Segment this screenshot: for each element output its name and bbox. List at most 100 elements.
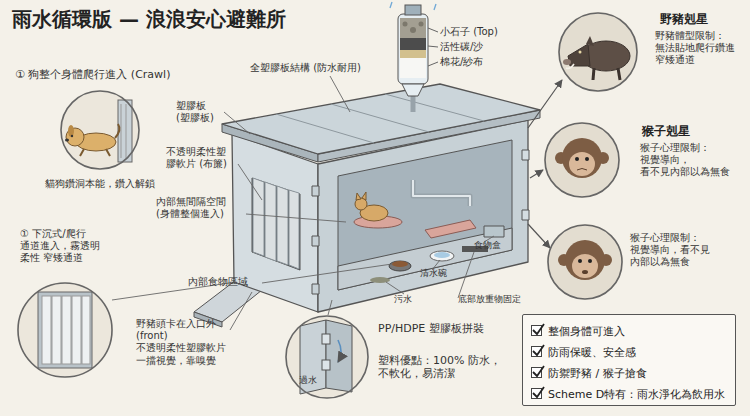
shelter-house-part <box>430 251 454 261</box>
circle-outline <box>18 283 112 377</box>
callout-circle: 過水 <box>285 315 369 399</box>
curtain-inset-part <box>38 292 92 368</box>
leader-lines <box>112 76 494 330</box>
monkey-inset-part <box>547 224 623 300</box>
boar-inset-part <box>579 51 582 54</box>
leader-lines-part <box>328 300 332 315</box>
rain-filter-bottle-part <box>419 22 424 27</box>
callout-text: 猴子心理限制： 視覺導向，看不見 內部以為無食 <box>630 232 733 269</box>
callout-heading: 猴子剋星 <box>642 124 722 139</box>
rain-filter-bottle-part <box>405 5 421 15</box>
boar-inset-part <box>568 44 590 66</box>
curtain-inset-part <box>82 296 90 364</box>
diagram-title: 雨水循環版 — 浪浪安心避難所 <box>12 6 286 33</box>
rain-filter-bottle-part <box>390 2 392 8</box>
rain-filter-bottle-part <box>428 28 438 32</box>
dog-inset <box>60 90 140 170</box>
check-mark <box>531 323 545 337</box>
dog-inset-part <box>60 90 140 170</box>
shelter-house-part <box>289 190 299 269</box>
callout-label: 棉花/紗布 <box>440 56 530 68</box>
monkey-inset-part <box>562 138 602 178</box>
callout-text: 過水 <box>299 375 329 386</box>
check-mark <box>531 386 545 400</box>
monkey-inset-part <box>565 240 605 280</box>
monkey-inset-part <box>578 259 582 263</box>
monkey-inset-part <box>585 157 589 161</box>
shelter-house-part <box>385 94 484 121</box>
circle-outline <box>60 90 140 170</box>
circle-outline <box>17 282 113 378</box>
callout-label: 小石子 (Top) <box>440 26 530 38</box>
callout-text: 野豬體型限制： 無法貼地爬行鑽進 窄矮通道 <box>655 30 745 67</box>
boar-inset-part <box>566 64 574 69</box>
shelter-house-part <box>338 140 512 290</box>
circle-outline <box>61 91 139 169</box>
circle-outline <box>545 123 619 197</box>
callout-label: 內部無間隔空間 (身體整個進入) <box>156 196 248 220</box>
shelter-house-part <box>312 236 319 246</box>
callout-circle: ① 下沉式/爬行 通道進入，霧透明 柔性 窄矮通道 <box>17 282 113 378</box>
monkey-inset-part <box>572 254 598 278</box>
dog-inset-part <box>115 124 119 138</box>
boar-inset-part <box>563 59 571 65</box>
circle-outline <box>547 224 623 300</box>
panel-joint-inset-part <box>326 320 352 392</box>
callout-label: 清水碗 <box>420 268 470 279</box>
rain-filter-bottle-part <box>411 94 416 112</box>
pointer-arrows-part <box>528 80 562 128</box>
curtain-inset-part <box>17 282 113 378</box>
shelter-house-part <box>522 210 529 220</box>
checkbox <box>531 367 542 378</box>
boar-inset-part <box>593 68 594 80</box>
leader-lines-part <box>224 112 250 134</box>
rain-filter-bottle-part <box>400 38 426 50</box>
callout-text: 貓狗鑽洞本能，鑽入解鎖 <box>45 178 215 190</box>
panel-joint-inset-part <box>322 360 330 370</box>
callout-circle: ① 狗整个身體爬行進入 (Crawl)貓狗鑽洞本能，鑽入解鎖 <box>60 90 140 170</box>
callout-circle: 猴子剋星猴子心理限制： 視覺導向， 看不見內部以為無食 <box>544 122 620 198</box>
callout-label: 塑料優點：100% 防水， 不軟化，易清潔 <box>378 354 508 381</box>
shelter-house-part <box>265 182 276 261</box>
callout-label: 野豬頭卡在入口外 (front) 不透明柔性塑膠軟片 一擋視覺，靠嗅覺 <box>136 318 240 367</box>
callout-label: 活性碳/沙 <box>440 41 530 53</box>
boar-inset-part <box>558 12 638 92</box>
shelter-house-part <box>413 180 470 206</box>
checklist-item: 防雨保暖、安全感 <box>548 345 636 360</box>
check-mark <box>531 344 545 358</box>
panel-joint-inset-part <box>285 315 369 399</box>
curtain-inset-part <box>42 296 51 364</box>
shelter-house-part <box>392 261 408 267</box>
boar-inset-part <box>618 68 620 80</box>
callout-label: 內部食物區域 <box>188 276 278 288</box>
boar-inset-part <box>586 36 594 46</box>
curtain-inset-part <box>72 296 81 364</box>
curtain-inset-part <box>62 296 71 364</box>
check-mark <box>533 324 544 334</box>
dog-inset-part <box>121 104 122 158</box>
leader-lines-part <box>458 252 474 298</box>
panel-joint-inset-part <box>322 334 330 344</box>
rain-filter-bottle-part <box>428 62 438 66</box>
rain-filter-bottle-part <box>434 4 436 10</box>
curtain-inset-part <box>52 296 61 364</box>
dog-inset-part <box>80 149 84 156</box>
checkbox <box>531 346 542 357</box>
monkey-inset <box>547 224 623 300</box>
panel-joint-inset-part <box>338 340 341 362</box>
shelter-house-part <box>277 186 288 265</box>
check-mark <box>533 387 544 397</box>
rain-filter-bottle-part <box>410 27 416 33</box>
circle-outline <box>285 315 369 399</box>
dog-inset-part <box>71 135 73 137</box>
callout-text: 猴子心理限制： 視覺導向， 看不見內部以為無食 <box>640 142 738 179</box>
callout-label: PP/HDPE 塑膠板拼裝 <box>378 322 518 335</box>
rain-filter-bottle-part <box>402 84 424 96</box>
rain-filter-bottle-part <box>398 14 428 84</box>
monkey-inset-part <box>577 169 587 171</box>
monkey-inset-part <box>588 259 592 263</box>
monkey-inset-part <box>582 270 588 274</box>
callout-heading: 野豬剋星 <box>660 12 740 27</box>
